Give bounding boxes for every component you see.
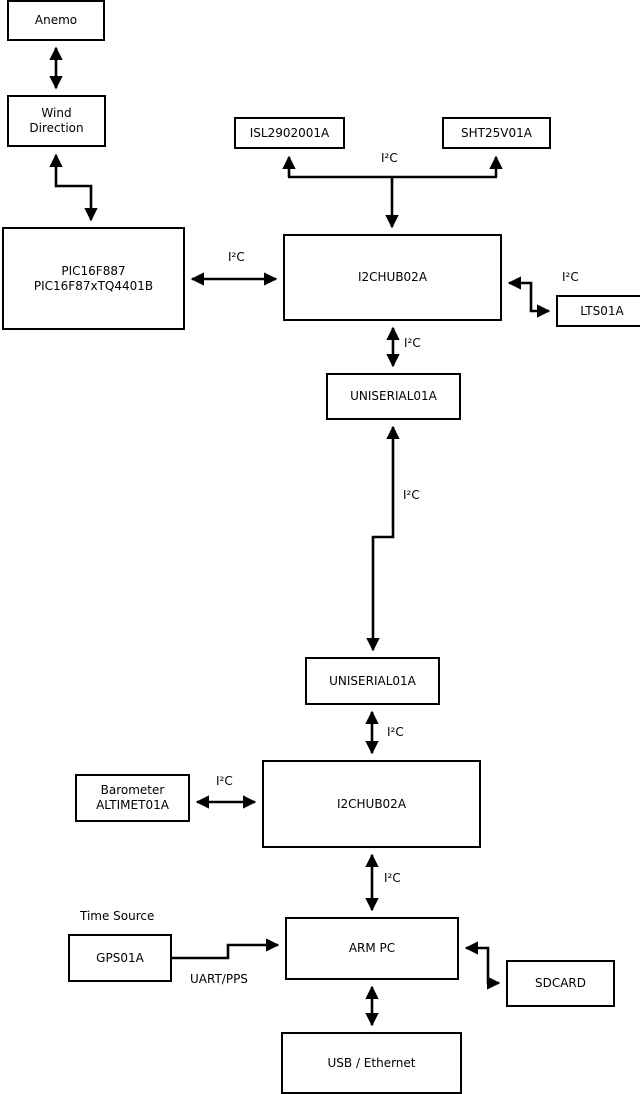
- node-usb-ethernet-label: USB / Ethernet: [327, 1055, 416, 1070]
- node-sdcard-label: SDCARD: [534, 976, 587, 991]
- node-wind-direction-label: Wind Direction: [29, 106, 84, 135]
- node-sdcard[interactable]: SDCARD: [506, 960, 615, 1007]
- edge-label-i2c-pic-hub: I²C: [228, 250, 245, 264]
- node-pic-microcontroller[interactable]: PIC16F887 PIC16F87xTQ4401B: [2, 227, 185, 330]
- edge-label-i2c-sensor-bus: I²C: [381, 151, 398, 165]
- edge-armpc-sdcard: [464, 941, 501, 990]
- edge-label-uart-pps: UART/PPS: [190, 972, 248, 986]
- node-sht25v01a-label: SHT25V01A: [461, 125, 532, 140]
- edge-label-i2c-barometer-hub: I²C: [216, 774, 233, 788]
- node-isl2902001a[interactable]: ISL2902001A: [234, 117, 345, 149]
- node-gps01a-label: GPS01A: [96, 950, 144, 965]
- edge-gps-armpc: [172, 938, 280, 960]
- edge-label-i2c-uniserial-hub-lower: I²C: [387, 725, 404, 739]
- label-time-source: Time Source: [80, 909, 155, 923]
- edge-label-i2c-hub-armpc: I²C: [384, 871, 401, 885]
- edge-i2chub-lts: [507, 276, 551, 318]
- node-arm-pc-label: ARM PC: [348, 941, 396, 956]
- node-usb-ethernet[interactable]: USB / Ethernet: [281, 1032, 462, 1094]
- node-barometer-altimet01a[interactable]: Barometer ALTIMET01A: [75, 774, 190, 822]
- node-anemo-label: Anemo: [34, 13, 78, 28]
- node-uniserial01a-lower-label: UNISERIAL01A: [329, 673, 416, 688]
- node-uniserial01a-upper-label: UNISERIAL01A: [350, 389, 437, 404]
- node-gps01a[interactable]: GPS01A: [68, 934, 172, 982]
- edge-pic-winddirection: [49, 153, 98, 222]
- node-i2chub02a-top[interactable]: I2CHUB02A: [283, 234, 502, 321]
- node-pic-microcontroller-label: PIC16F887 PIC16F87xTQ4401B: [33, 263, 154, 293]
- node-i2chub02a-bottom[interactable]: I2CHUB02A: [262, 760, 481, 848]
- edge-label-i2c-uniserial-link: I²C: [403, 488, 420, 502]
- node-lts01a-label: LTS01A: [580, 303, 624, 318]
- node-uniserial01a-upper[interactable]: UNISERIAL01A: [326, 373, 461, 420]
- node-anemo[interactable]: Anemo: [7, 0, 105, 41]
- node-wind-direction[interactable]: Wind Direction: [7, 95, 106, 147]
- node-isl2902001a-label: ISL2902001A: [249, 125, 330, 140]
- edge-uniserial-link: [366, 425, 400, 652]
- node-arm-pc[interactable]: ARM PC: [285, 917, 459, 980]
- edge-label-i2c-hub-lts: I²C: [562, 270, 579, 284]
- node-lts01a[interactable]: LTS01A: [556, 295, 640, 327]
- edge-label-i2c-hub-uniserial: I²C: [404, 336, 421, 350]
- node-i2chub02a-top-label: I2CHUB02A: [357, 270, 428, 285]
- node-sht25v01a[interactable]: SHT25V01A: [442, 117, 551, 149]
- node-barometer-altimet01a-label: Barometer ALTIMET01A: [96, 783, 169, 812]
- node-uniserial01a-lower[interactable]: UNISERIAL01A: [305, 657, 440, 705]
- node-i2chub02a-bottom-label: I2CHUB02A: [336, 796, 407, 811]
